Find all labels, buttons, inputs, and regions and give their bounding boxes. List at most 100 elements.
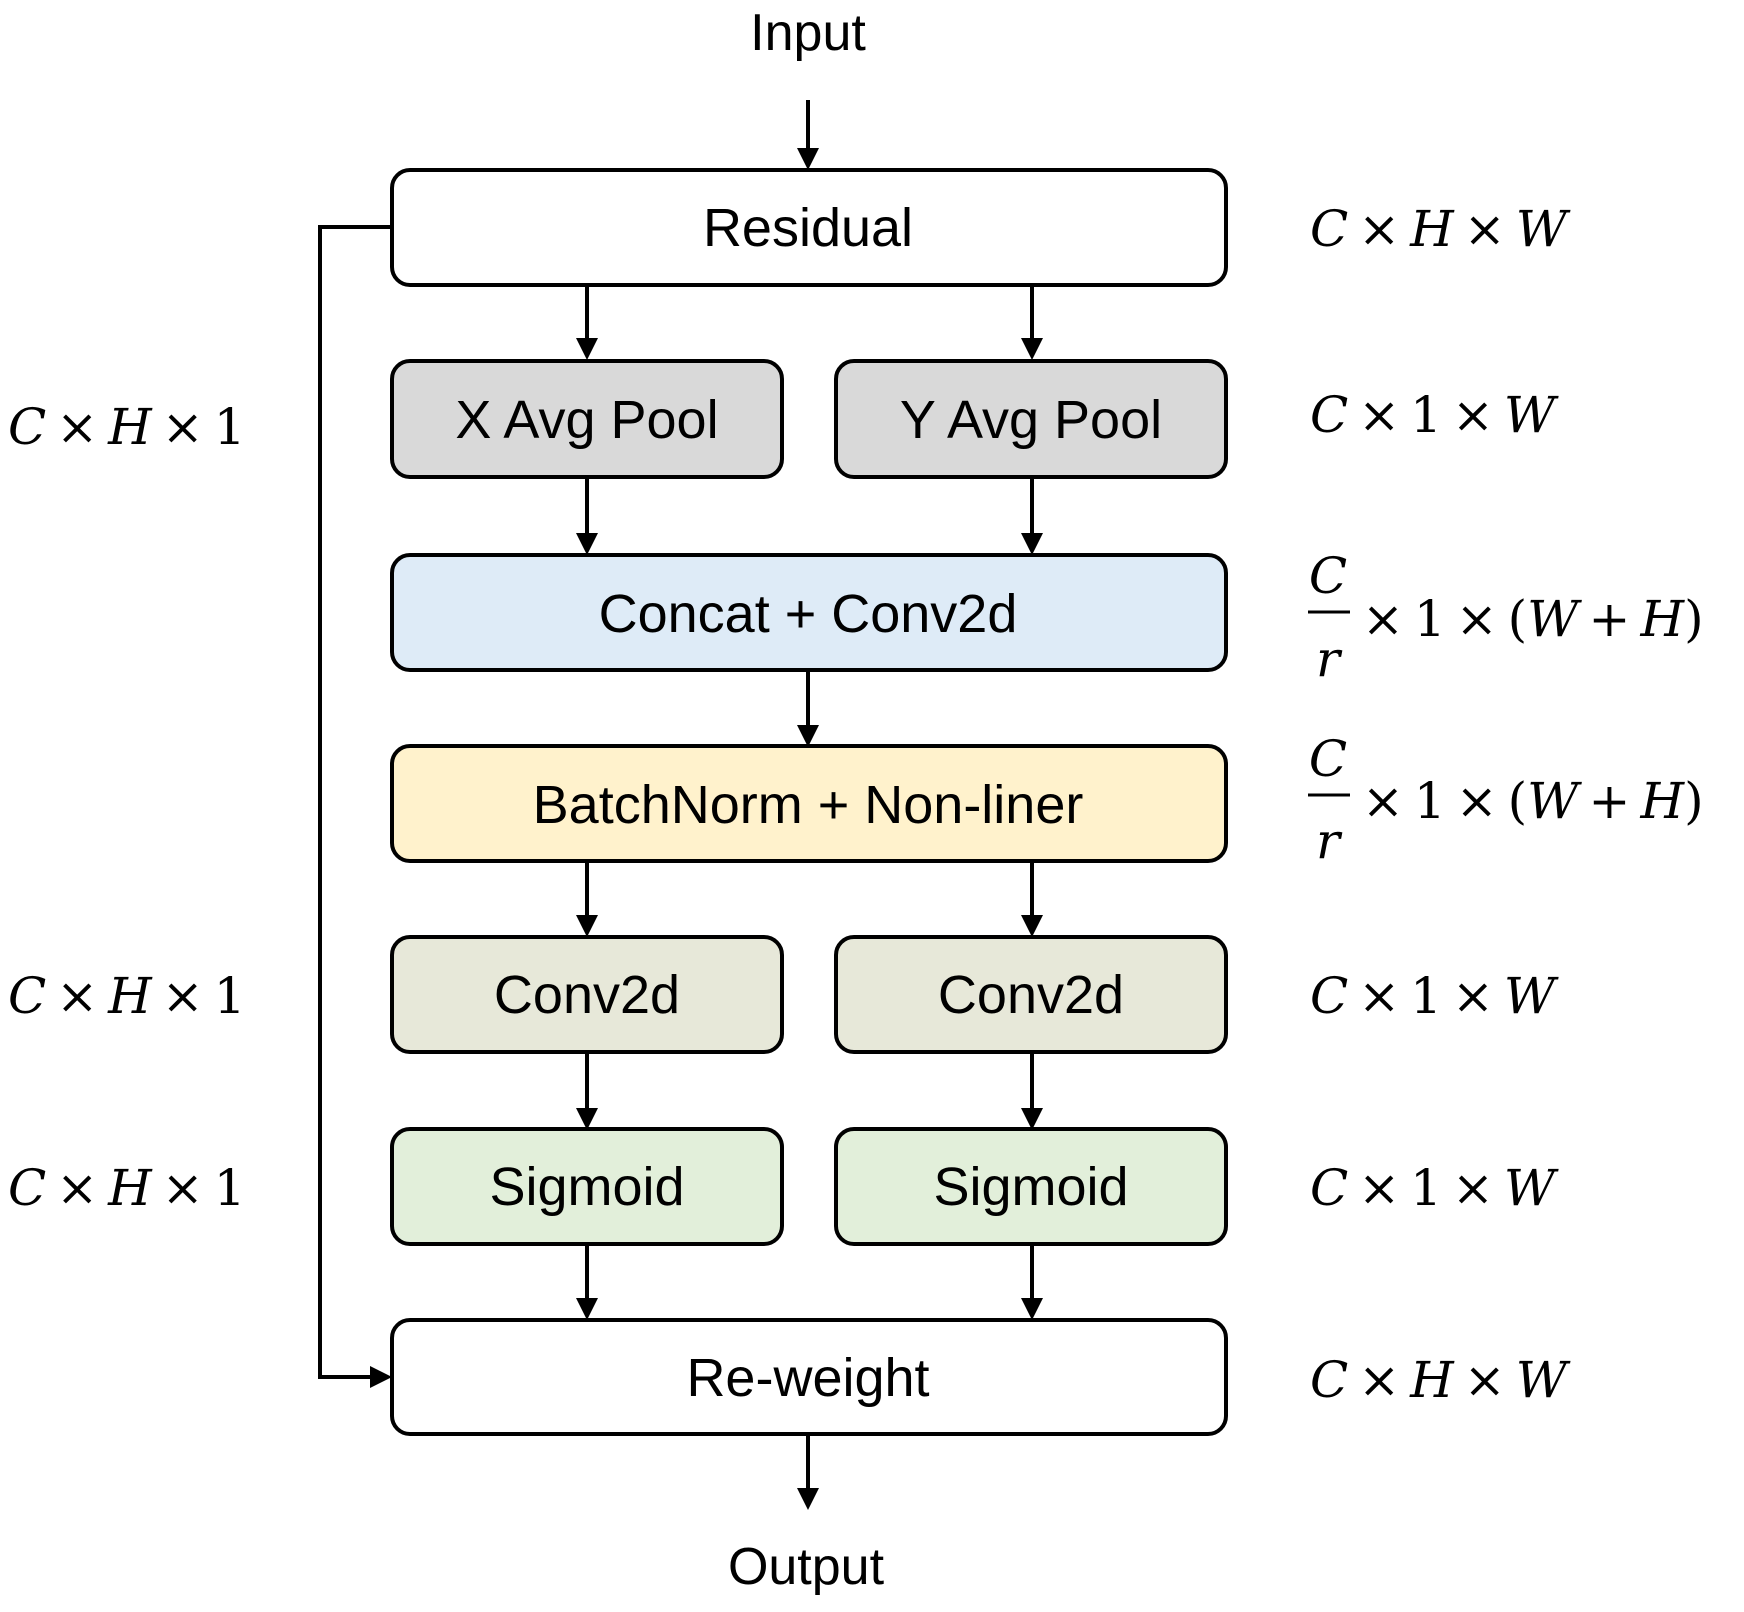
shape-times: × [162, 398, 204, 456]
shape-times: × [1358, 200, 1400, 258]
shape-times: × [1456, 772, 1498, 830]
shape-c: C [1310, 1351, 1348, 1409]
reweight-label: Re-weight [686, 1348, 929, 1408]
shape-times: × [1362, 590, 1404, 648]
arrowhead-batchnorm-convleft [576, 915, 598, 937]
shape-times: × [1452, 386, 1494, 444]
shape-one: 1 [1410, 1159, 1442, 1217]
arrowhead-convleft-sigmoidleft [576, 1108, 598, 1130]
arrowhead-ypool-concat [1021, 533, 1043, 555]
shape-c: C [1310, 967, 1348, 1025]
shape-one: 1 [214, 398, 246, 456]
shape-plus: + [1589, 590, 1631, 648]
shape-conv-left: C×H×1 [8, 967, 246, 1025]
shape-w: W [1527, 590, 1582, 648]
arrowhead-skip-reweight [370, 1366, 392, 1388]
shape-h: H [1639, 772, 1685, 830]
y-avg-pool-label: Y Avg Pool [900, 390, 1162, 450]
shape-w: W [1504, 386, 1559, 444]
sigmoid-left-block: Sigmoid [390, 1127, 784, 1246]
shape-plus: + [1589, 772, 1631, 830]
shape-c: C [1310, 1159, 1348, 1217]
shape-times: × [1456, 590, 1498, 648]
shape-times: × [56, 967, 98, 1025]
shape-pool-left: C×H×1 [8, 398, 246, 456]
shape-w: W [1516, 1351, 1571, 1409]
shape-paren-open: ( [1508, 772, 1528, 830]
conv-right-box [834, 935, 1228, 1054]
y-avg-pool-block: Y Avg Pool [834, 359, 1228, 479]
shape-times: × [1452, 967, 1494, 1025]
y-avg-pool-box [834, 359, 1228, 479]
connectors [318, 100, 1043, 1510]
arrowhead-concat-batchnorm [797, 725, 819, 747]
shape-times: × [1358, 386, 1400, 444]
fraction-denominator: r [1316, 812, 1343, 870]
fraction-numerator: C [1309, 547, 1347, 605]
shape-times: × [56, 1159, 98, 1217]
shape-times: × [1362, 772, 1404, 830]
arrowhead-sigmoidleft-reweight [576, 1298, 598, 1320]
conv-left-box [390, 935, 784, 1054]
shape-h: H [1409, 1351, 1455, 1409]
shape-w: W [1504, 1159, 1559, 1217]
fraction-denominator: r [1316, 630, 1343, 688]
shape-times: × [1358, 1351, 1400, 1409]
arrowhead-convright-sigmoidright [1021, 1108, 1043, 1130]
shape-concat-rest: ×1×(W+H) [1362, 590, 1704, 648]
shape-times: × [162, 1159, 204, 1217]
shape-h: H [107, 1159, 153, 1217]
shape-times: × [1358, 1159, 1400, 1217]
x-avg-pool-block: X Avg Pool [390, 359, 784, 479]
shape-times: × [1464, 200, 1506, 258]
shape-times: × [1464, 1351, 1506, 1409]
shape-one: 1 [214, 967, 246, 1025]
arrowhead-sigmoidright-reweight [1021, 1298, 1043, 1320]
residual-label: Residual [703, 198, 913, 258]
shape-concat-right: C r ×1×(W+H) [1308, 547, 1704, 688]
shape-pool-right: C×1×W [1310, 386, 1559, 444]
shape-c: C [8, 398, 46, 456]
conv-left-label: Conv2d [494, 965, 680, 1025]
sigmoid-left-box [390, 1127, 784, 1246]
shape-batchnorm-rest: ×1×(W+H) [1362, 772, 1704, 830]
conv-right-block: Conv2d [834, 935, 1228, 1054]
arrowhead-xpool-concat [576, 533, 598, 555]
shape-h: H [107, 398, 153, 456]
shape-h: H [1409, 200, 1455, 258]
residual-block: Residual [390, 168, 1228, 287]
input-label: Input [750, 4, 866, 62]
sigmoid-right-box [834, 1127, 1228, 1246]
shape-c: C [1310, 200, 1348, 258]
concat-conv-label: Concat + Conv2d [599, 584, 1018, 644]
shape-batchnorm-right: C r ×1×(W+H) [1308, 730, 1704, 870]
output-label: Output [728, 1538, 885, 1596]
shape-one: 1 [1414, 590, 1446, 648]
shape-times: × [1358, 967, 1400, 1025]
shape-one: 1 [214, 1159, 246, 1217]
shape-conv-right: C×1×W [1310, 967, 1559, 1025]
batchnorm-block: BatchNorm + Non-liner [390, 744, 1228, 863]
conv-left-block: Conv2d [390, 935, 784, 1054]
shape-paren-close: ) [1684, 590, 1704, 648]
shape-times: × [56, 398, 98, 456]
arrowhead-residual-xpool [576, 338, 598, 360]
x-avg-pool-box [390, 359, 784, 479]
batchnorm-box [390, 744, 1228, 863]
shape-w: W [1516, 200, 1571, 258]
shape-one: 1 [1414, 772, 1446, 830]
fraction-numerator: C [1309, 730, 1347, 788]
shape-w: W [1527, 772, 1582, 830]
shape-paren-close: ) [1684, 772, 1704, 830]
shape-times: × [1452, 1159, 1494, 1217]
batchnorm-label: BatchNorm + Non-liner [533, 775, 1084, 835]
concat-conv-block: Concat + Conv2d [390, 553, 1228, 672]
shape-h: H [107, 967, 153, 1025]
sigmoid-left-label: Sigmoid [489, 1157, 684, 1217]
shape-c: C [1310, 386, 1348, 444]
shape-reweight-right: C×H×W [1310, 1351, 1571, 1409]
arrowhead-residual-ypool [1021, 338, 1043, 360]
concat-conv-box [390, 553, 1228, 672]
sigmoid-right-label: Sigmoid [933, 1157, 1128, 1217]
